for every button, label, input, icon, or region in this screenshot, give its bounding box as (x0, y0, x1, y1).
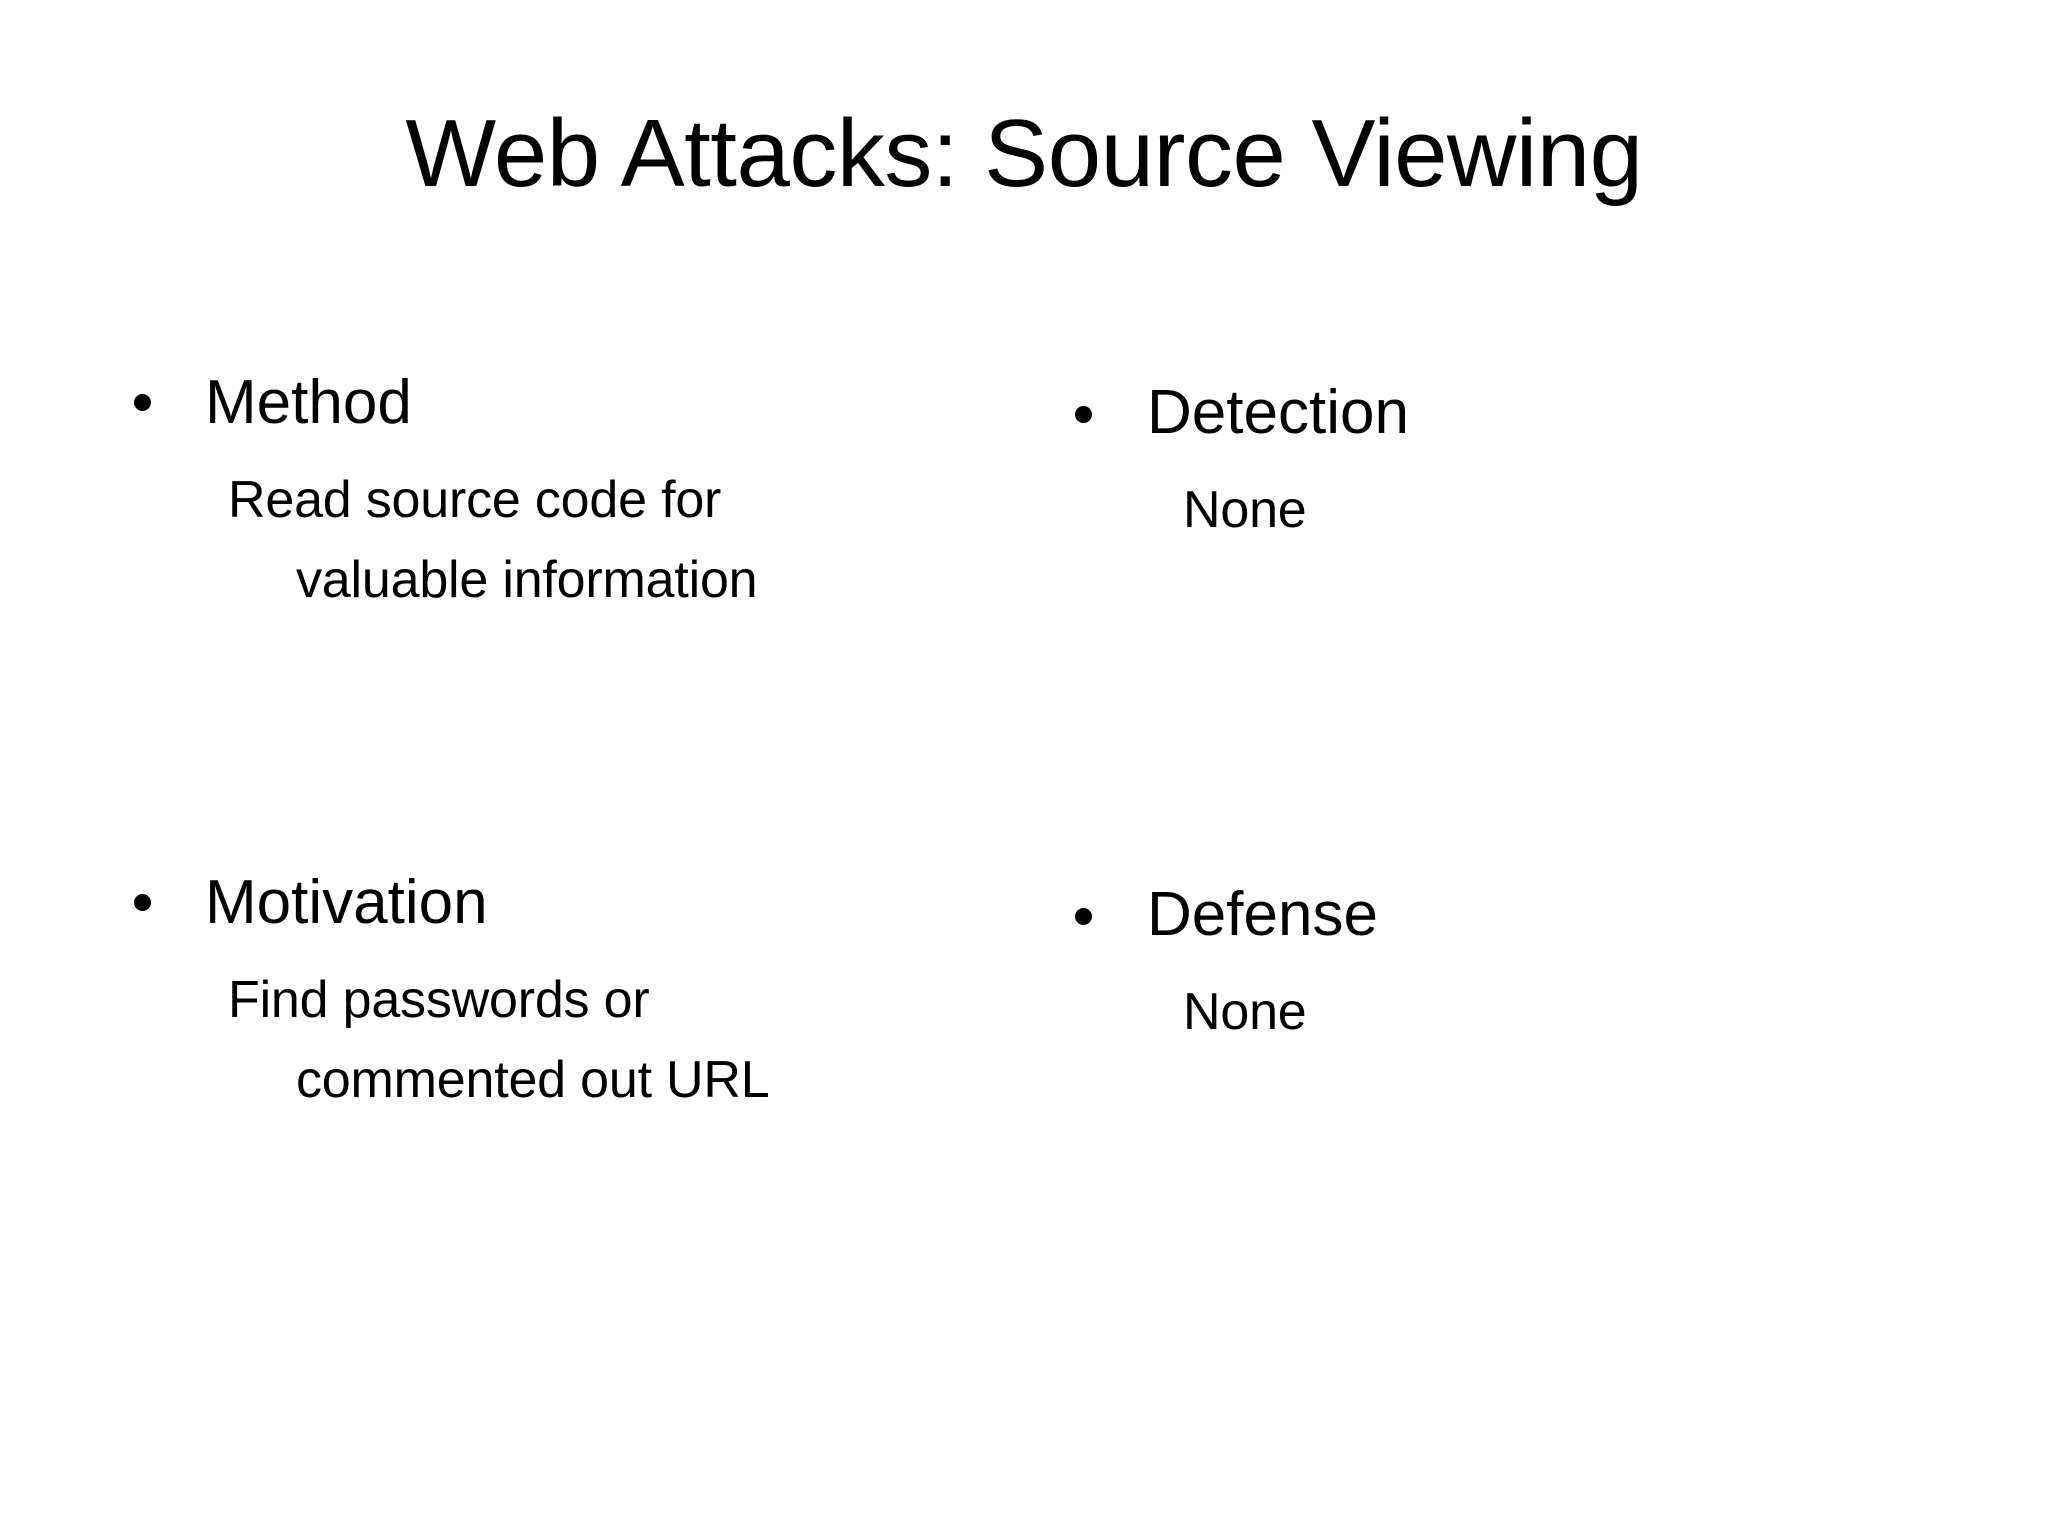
bullet-detail-motivation: Find passwords or commented out URL (90, 960, 988, 1120)
content-column-left: Method Read source code for valuable inf… (90, 360, 1030, 1320)
bullet-dot-icon (1075, 406, 1092, 423)
bullet-detail-line-1: Find passwords or (228, 971, 650, 1029)
bullet-detail-line-2: valuable information (296, 551, 758, 609)
bullet-detail-line-1: None (1183, 481, 1307, 539)
bullet-detail-method: Read source code for valuable informatio… (90, 460, 988, 620)
bullet-detail-line-1: Read source code for (228, 471, 722, 529)
bullet-heading-row: Motivation (90, 860, 1030, 946)
bullet-heading-motivation: Motivation (205, 868, 488, 937)
bullet-block-method: Method Read source code for valuable inf… (90, 360, 1030, 620)
bullet-heading-method: Method (205, 368, 412, 437)
slide-body: Method Read source code for valuable inf… (0, 360, 2048, 1320)
bullet-block-motivation: Motivation Find passwords or commented o… (90, 860, 1030, 1120)
slide-title: Web Attacks: Source Viewing (405, 100, 1643, 207)
bullet-detail-line-1: None (1183, 983, 1307, 1041)
bullet-heading-row: Defense (1035, 872, 1975, 958)
bullet-heading-row: Detection (1035, 370, 1975, 456)
bullet-detail-line-2: commented out URL (296, 1051, 770, 1109)
content-column-right: Detection None Defense None (1035, 360, 1975, 1320)
bullet-detail-detection: None (1035, 470, 1943, 550)
bullet-dot-icon (134, 894, 151, 911)
bullet-heading-detection: Detection (1147, 378, 1409, 447)
bullet-dot-icon (134, 394, 151, 411)
bullet-block-defense: Defense None (1035, 872, 1975, 1052)
bullet-dot-icon (1075, 908, 1092, 925)
bullet-heading-defense: Defense (1147, 880, 1378, 949)
bullet-detail-defense: None (1035, 972, 1943, 1052)
bullet-block-detection: Detection None (1035, 370, 1975, 550)
bullet-heading-row: Method (90, 360, 1030, 446)
